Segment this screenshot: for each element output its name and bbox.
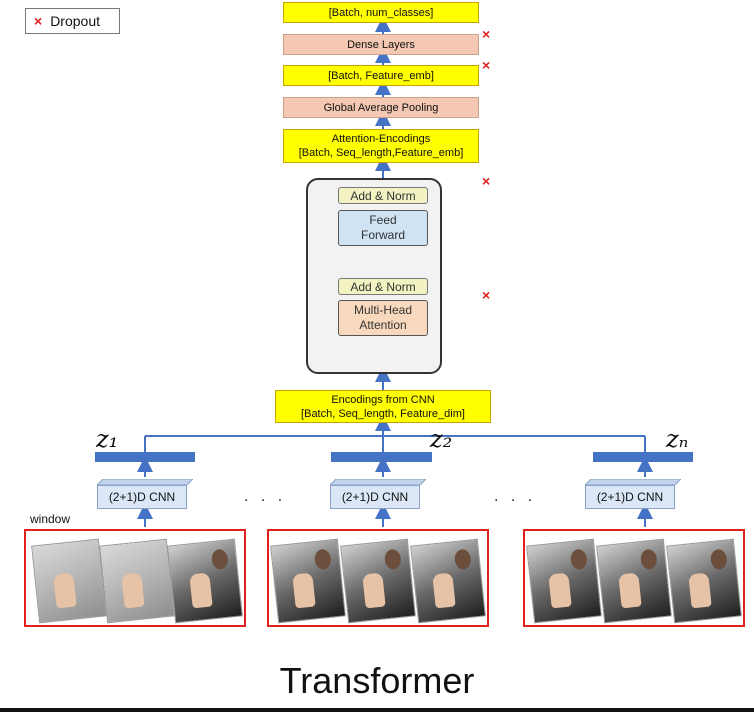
add-norm-bottom: Add & Norm	[338, 278, 428, 295]
video-frame	[271, 539, 345, 623]
diagram-caption: Transformer	[279, 660, 475, 701]
window-label: window	[30, 512, 71, 526]
feature-bar-1	[95, 452, 195, 462]
dense-layers-box: Dense Layers	[283, 34, 479, 55]
cnn-box-1-label: (2+1)D CNN	[97, 485, 187, 509]
z1-label: z₁	[96, 425, 119, 453]
video-frame	[341, 539, 415, 623]
video-frame	[667, 539, 741, 623]
output-shape-box: [Batch, num_classes]	[283, 2, 479, 23]
cnn-box-1: (2+1)D CNN	[97, 479, 193, 509]
video-frame	[411, 539, 485, 623]
encodings-from-cnn-box: Encodings from CNN [Batch, Seq_length, F…	[275, 390, 491, 423]
zn-label: zₙ	[666, 425, 689, 453]
cnn-box-n: (2+1)D CNN	[585, 479, 681, 509]
video-frame	[527, 539, 601, 623]
dropout-mark-feature: ×	[482, 57, 491, 73]
cnn-box-2-label: (2+1)D CNN	[330, 485, 420, 509]
dropout-mark-attention: ×	[482, 287, 491, 303]
video-frame	[100, 539, 174, 623]
dropout-legend-label: Dropout	[50, 13, 100, 29]
video-window-2	[267, 529, 489, 627]
feature-bar-n	[593, 452, 693, 462]
feature-bar-2	[331, 452, 432, 462]
ellipsis-1: . . .	[244, 488, 287, 505]
attention-encodings-box: Attention-Encodings [Batch, Seq_length,F…	[283, 129, 479, 163]
transformer-block	[306, 178, 442, 374]
cnn-box-n-label: (2+1)D CNN	[585, 485, 675, 509]
bottom-rule	[0, 708, 754, 712]
dropout-legend-marker: ×	[34, 13, 43, 29]
z2-label: z₂	[430, 425, 453, 453]
video-window-n	[523, 529, 745, 627]
global-average-pooling-box: Global Average Pooling	[283, 97, 479, 118]
dropout-mark-dense: ×	[482, 26, 491, 42]
multi-head-attention-box: Multi-Head Attention	[338, 300, 428, 336]
feature-shape-box: [Batch, Feature_emb]	[283, 65, 479, 86]
video-window-1	[24, 529, 246, 627]
dropout-mark-feed-forward: ×	[482, 173, 491, 189]
video-frame	[597, 539, 671, 623]
feed-forward-box: Feed Forward	[338, 210, 428, 246]
ellipsis-2: . . .	[494, 488, 537, 505]
dropout-legend: × Dropout	[25, 8, 120, 34]
video-frame	[32, 539, 106, 623]
video-frame	[168, 539, 242, 623]
add-norm-top: Add & Norm	[338, 187, 428, 204]
cnn-box-2: (2+1)D CNN	[330, 479, 426, 509]
